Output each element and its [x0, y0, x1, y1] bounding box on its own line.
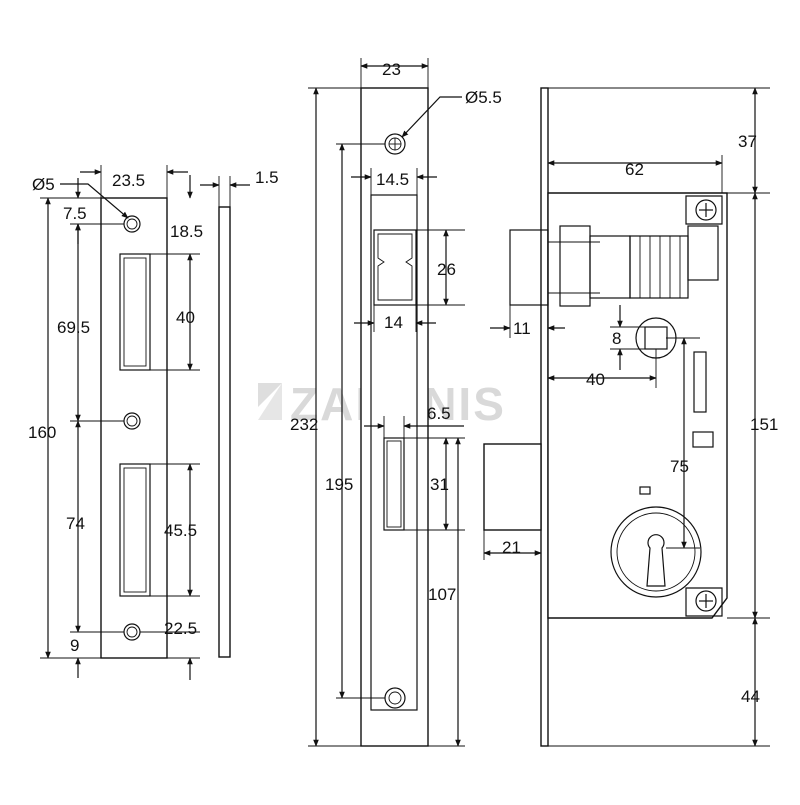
- faceplate-latch-height-label: 26: [437, 260, 456, 279]
- watermark-logo-icon: [258, 383, 282, 420]
- faceplate-bolt-opening: [383, 437, 405, 531]
- faceplate-recess: [370, 194, 418, 711]
- lock-slot-tiny: [639, 486, 651, 495]
- lock-slot-small: [692, 431, 714, 448]
- faceplate-hole-diameter-label: Ø5.5: [465, 88, 502, 107]
- lock-latch-projection-label: 11: [513, 319, 531, 338]
- strike-hole-diameter-label: Ø5: [32, 175, 55, 194]
- strike-plate: Ø5 23.5 1.5 7.5 18.5 40 69.5 160 74 45.5…: [28, 165, 279, 680]
- faceplate-width-label: 23: [382, 60, 401, 79]
- strike-upper-slot-label: 40: [176, 308, 195, 327]
- faceplate: 23 Ø5.5 14.5 26 14 232 195 6.5 31 107: [290, 58, 502, 747]
- lock-top-screw-icon: [685, 195, 723, 225]
- strike-width-label: 23.5: [112, 171, 145, 190]
- lock-body-height-label: 151: [750, 415, 778, 434]
- strike-top-to-slot-label: 18.5: [170, 222, 203, 241]
- strike-bottom-to-slot-label: 22.5: [164, 619, 197, 638]
- strike-bottom-hole-offset-label: 9: [70, 636, 79, 655]
- faceplate-inner-width-label: 14.5: [376, 170, 409, 189]
- keyhole-icon: [610, 506, 702, 598]
- lock-faceplate-edge: [540, 87, 549, 747]
- faceplate-latch-opening: [373, 229, 417, 306]
- strike-upper-span-label: 69.5: [57, 318, 90, 337]
- lock-latch-mechanism: [509, 225, 719, 307]
- lock-body: 37 62 11 8 40 151 75 21 44: [483, 87, 778, 747]
- strike-total-height-label: 160: [28, 423, 56, 442]
- lock-bottom-offset-label: 44: [741, 687, 760, 706]
- strike-plate-side-view: [218, 206, 231, 658]
- faceplate-total-height-label: 232: [290, 415, 318, 434]
- strike-plate-body: [100, 197, 168, 659]
- strike-lower-span-label: 74: [66, 514, 85, 533]
- faceplate-bolt-to-bottom-label: 107: [428, 585, 456, 604]
- lock-body-depth-label: 62: [625, 160, 644, 179]
- lock-top-offset-label: 37: [738, 132, 757, 151]
- lock-slot-upper: [693, 351, 707, 413]
- faceplate-hole-spacing-label: 195: [325, 475, 353, 494]
- lock-backset-label: 40: [586, 370, 605, 389]
- faceplate-latch-width-label: 14: [384, 313, 403, 332]
- strike-upper-slot: [119, 253, 151, 371]
- lock-spindle-square-label: 8: [612, 329, 621, 348]
- strike-thickness-label: 1.5: [255, 168, 279, 187]
- faceplate-bolt-width-label: 6.5: [427, 404, 451, 423]
- strike-lower-slot: [119, 463, 151, 597]
- strike-top-hole-offset-label: 7.5: [63, 204, 87, 223]
- lock-case: [547, 192, 728, 619]
- lock-center-distance-label: 75: [670, 457, 689, 476]
- lock-bolt-projection-label: 21: [502, 538, 521, 557]
- lock-deadbolt: [483, 443, 542, 531]
- faceplate-bolt-height-label: 31: [430, 475, 449, 494]
- strike-lower-slot-label: 45.5: [164, 521, 197, 540]
- lock-bottom-screw-icon: [685, 587, 723, 617]
